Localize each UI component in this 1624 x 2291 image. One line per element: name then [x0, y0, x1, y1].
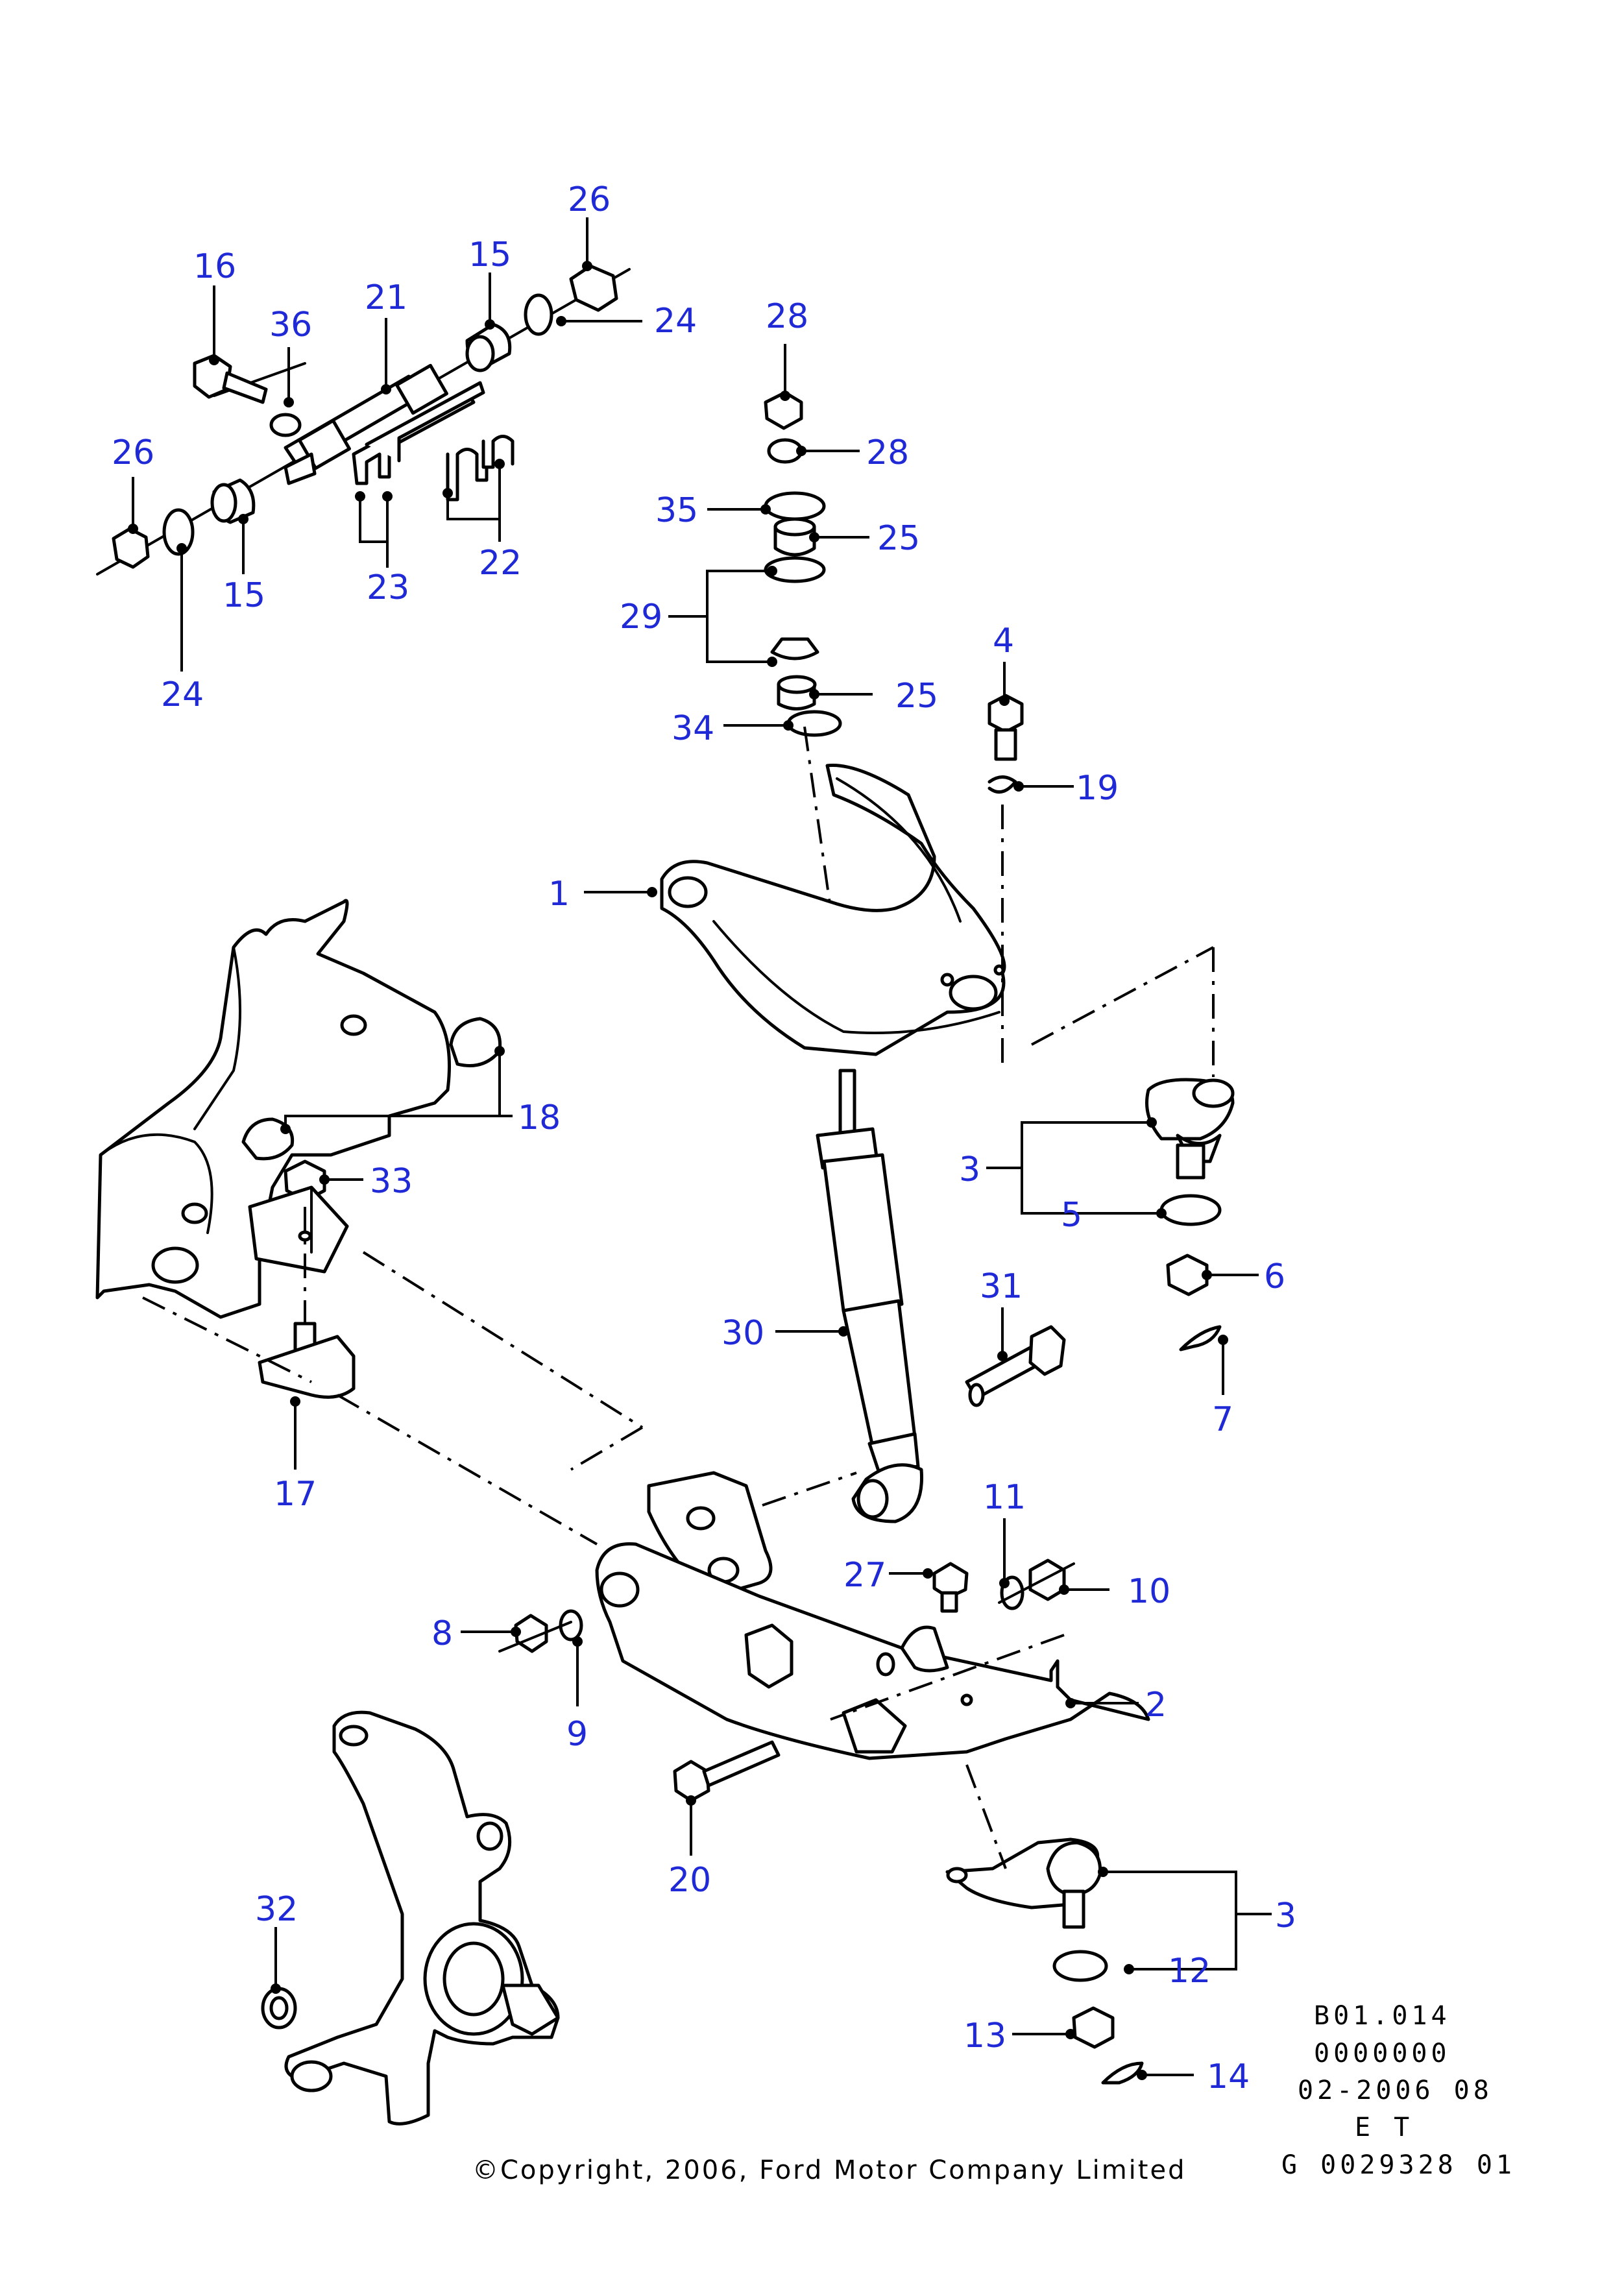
- bolt-20: [673, 1760, 710, 1802]
- bolt-4-group: [988, 694, 1024, 794]
- callout-6: 6: [1264, 1257, 1285, 1296]
- callout-20: 20: [668, 1861, 711, 1900]
- lock-washer-19: [988, 775, 1017, 794]
- camber-adjuster-assembly: [96, 264, 631, 576]
- callout-10: 10: [1128, 1572, 1170, 1611]
- washer-35: [764, 491, 826, 521]
- spacer-17: [258, 1335, 356, 1399]
- lower-ball-joint-3: [945, 1837, 1144, 2085]
- callout-19: 19: [1076, 769, 1119, 808]
- callout-3-lower: 3: [1275, 1897, 1296, 1935]
- callout-36: 36: [269, 306, 312, 345]
- washer-5: [1159, 1194, 1222, 1226]
- bolt-31: [965, 1325, 1066, 1407]
- callout-3-upper: 3: [959, 1150, 980, 1189]
- callout-22: 22: [479, 544, 522, 583]
- reference-block: B01.014 0000000 02-2006 08 E T G 0029328…: [1281, 2001, 1516, 2180]
- callout-26-top: 26: [568, 180, 611, 219]
- ref-line-1: B01.014: [1314, 2001, 1451, 2031]
- shock-mount-stack: [764, 391, 842, 737]
- shim-22: [446, 448, 489, 502]
- upper-control-arm-1: [660, 764, 1006, 1056]
- nut-26-right: [569, 264, 618, 312]
- callout-12: 12: [1168, 1952, 1211, 1991]
- callout-32: 32: [255, 1890, 298, 1929]
- callout-11: 11: [983, 1478, 1026, 1517]
- callout-24-left: 24: [161, 675, 204, 714]
- washer-34: [786, 710, 842, 737]
- callout-35: 35: [655, 491, 698, 530]
- ref-line-5: G 0029328 01: [1281, 2150, 1516, 2180]
- nut-26-left: [112, 527, 150, 569]
- nut-6: [1166, 1254, 1209, 1296]
- callout-8: 8: [431, 1614, 453, 1653]
- washer-24-left: [162, 508, 195, 556]
- bump-stop-18-right: [449, 1017, 502, 1067]
- callout-29: 29: [620, 598, 662, 636]
- lower-control-arm-2: [595, 1471, 1150, 1760]
- leader-lines: [128, 217, 1272, 2080]
- assembly-lines: [142, 726, 1215, 1869]
- ref-line-2: 0000000: [1314, 2039, 1451, 2068]
- shock-absorber-30: [816, 1069, 923, 1523]
- washer-36: [269, 413, 302, 437]
- callout-30: 30: [721, 1314, 764, 1353]
- callout-1: 1: [548, 875, 570, 914]
- nut-13: [1072, 2006, 1115, 2049]
- callout-14: 14: [1207, 2057, 1250, 2096]
- callout-15-left: 15: [223, 576, 265, 615]
- callout-24-top: 24: [654, 302, 697, 341]
- callout-7: 7: [1212, 1400, 1233, 1439]
- nut-10: [1028, 1558, 1066, 1601]
- callout-13: 13: [963, 2017, 1006, 2055]
- callout-labels: 16 36 21 15 26 24 26 15 24 23 22 28 28 3…: [112, 180, 1296, 2096]
- callout-18: 18: [518, 1098, 561, 1137]
- lower-arm-hardware: [498, 1558, 1075, 1802]
- washer-24-right: [524, 293, 553, 336]
- callout-16: 16: [193, 247, 236, 286]
- callout-26-left: 26: [112, 433, 154, 472]
- ref-line-4: E T: [1355, 2113, 1413, 2142]
- copyright-notice: ©Copyright, 2006, Ford Motor Company Lim…: [472, 2155, 1186, 2185]
- callout-15-top: 15: [468, 236, 511, 274]
- retainer-29-lower: [770, 637, 819, 661]
- ref-line-3: 02-2006 08: [1298, 2076, 1493, 2105]
- callout-31: 31: [980, 1267, 1023, 1306]
- callout-25-lower: 25: [895, 677, 938, 716]
- upper-ball-joint-3: [1145, 1078, 1235, 1352]
- callout-28-top: 28: [766, 297, 808, 336]
- washer-12: [1052, 1950, 1108, 1982]
- callout-25-upper: 25: [877, 519, 920, 558]
- callout-4: 4: [993, 622, 1014, 661]
- callout-9: 9: [566, 1715, 588, 1754]
- bolt-27: [932, 1562, 969, 1599]
- cotter-pin-14: [1101, 2061, 1144, 2085]
- callout-17: 17: [274, 1475, 317, 1514]
- callout-33: 33: [370, 1162, 413, 1201]
- callout-34: 34: [672, 709, 714, 748]
- callout-21: 21: [365, 278, 407, 317]
- cotter-pin-7: [1179, 1325, 1222, 1352]
- callout-5: 5: [1061, 1196, 1082, 1235]
- frame-bracket: [95, 899, 502, 1399]
- callout-23: 23: [367, 568, 409, 607]
- callout-28-right: 28: [866, 433, 909, 472]
- callout-2: 2: [1145, 1686, 1167, 1725]
- steering-knuckle: [261, 1710, 560, 2126]
- callout-27: 27: [843, 1556, 886, 1595]
